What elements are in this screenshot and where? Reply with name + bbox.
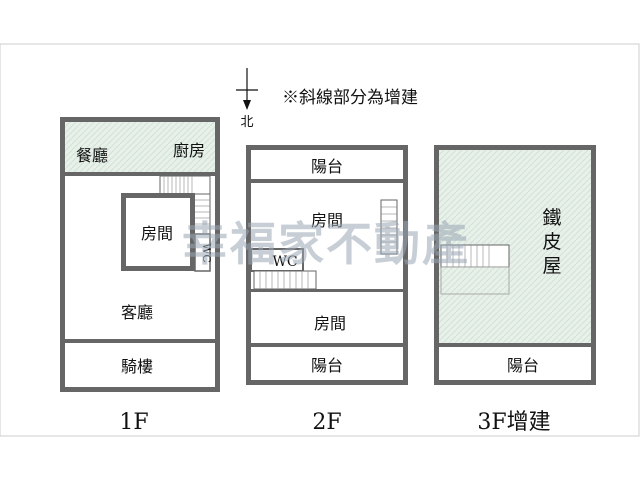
floor-2f [246, 145, 408, 385]
room-2f-balcony-bottom: 陽台 [311, 356, 343, 375]
room-1f-wc: WC [200, 243, 213, 263]
floor-1f [60, 117, 220, 392]
room-3f-iron-house-line1: 鐵 [542, 207, 561, 229]
room-1f-kitchen: 廚房 [173, 141, 205, 160]
room-2f-wc: WC [272, 254, 297, 270]
room-1f-living: 客廳 [121, 303, 153, 322]
room-1f-bedroom: 房間 [141, 224, 173, 243]
north-label: 北 [240, 115, 253, 130]
floor-3f [434, 145, 596, 385]
room-1f-arcade: 騎樓 [121, 357, 153, 376]
room-2f-bedroom-upper: 房間 [311, 211, 343, 230]
diagram-frame [0, 43, 640, 437]
floor-1f-label: 1F [119, 410, 148, 435]
floor-1f-extension-area [65, 122, 215, 172]
floor-3f-stairs [440, 244, 510, 295]
floor-3f-label: 3F增建 [477, 410, 550, 435]
room-2f-bedroom-lower: 房間 [314, 314, 346, 333]
watermark-text: 幸福家不動產 [182, 217, 470, 271]
floor-1f-wc-box [194, 233, 211, 272]
north-arrow-icon [236, 68, 258, 110]
room-3f-iron-house-line2: 皮 [542, 231, 561, 253]
floor-1f-stairs [159, 175, 211, 235]
room-3f-balcony: 陽台 [507, 356, 539, 375]
room-3f-iron-house-line3: 屋 [542, 255, 561, 277]
floor-2f-label: 2F [312, 410, 341, 435]
floor-2f-stairs [253, 199, 398, 290]
room-2f-balcony-top: 陽台 [311, 157, 343, 176]
extension-note: ※斜線部分為增建 [282, 88, 418, 108]
room-1f-dining: 餐廳 [76, 146, 108, 165]
